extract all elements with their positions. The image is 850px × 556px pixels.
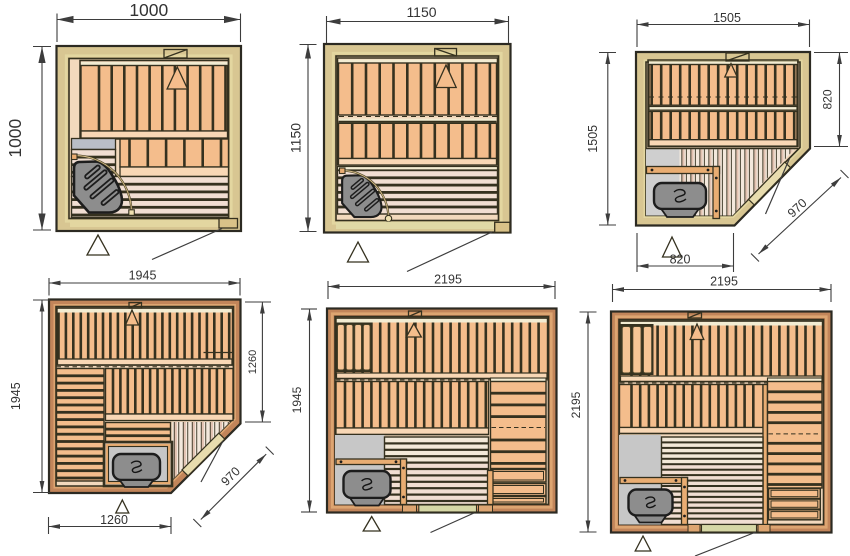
svg-text:1000: 1000 (129, 0, 168, 20)
svg-text:1505: 1505 (586, 125, 600, 153)
svg-text:1150: 1150 (406, 4, 436, 20)
svg-text:1945: 1945 (9, 382, 23, 410)
svg-text:2195: 2195 (434, 273, 462, 287)
svg-text:1260: 1260 (100, 513, 128, 527)
svg-text:1150: 1150 (288, 123, 304, 153)
svg-text:820: 820 (821, 89, 835, 109)
svg-text:1260: 1260 (247, 350, 259, 374)
svg-text:820: 820 (670, 253, 691, 267)
svg-text:1945: 1945 (129, 269, 157, 283)
svg-text:2195: 2195 (710, 275, 738, 289)
svg-text:1945: 1945 (290, 386, 304, 413)
svg-text:1000: 1000 (5, 118, 25, 157)
svg-text:1505: 1505 (713, 11, 741, 25)
svg-text:2195: 2195 (569, 391, 583, 418)
